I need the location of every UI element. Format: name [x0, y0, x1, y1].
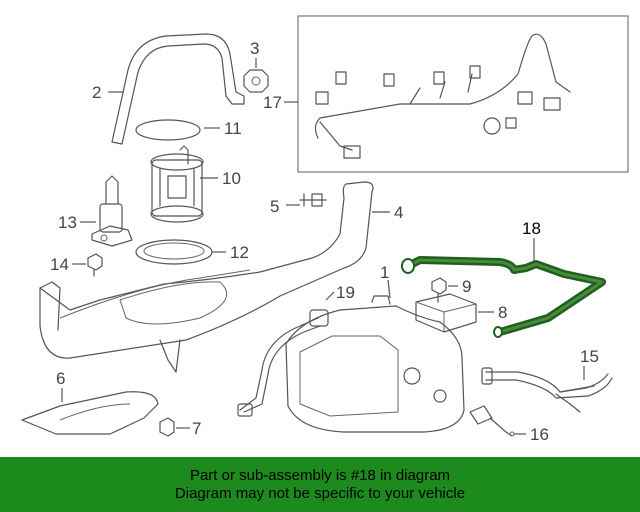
banner-line-2: Diagram may not be specific to your vehi… — [174, 484, 466, 502]
part-3-nut — [243, 58, 269, 93]
part-15-vent-hose — [481, 366, 613, 413]
part-10-fuel-pump — [150, 145, 218, 223]
part-6-heat-shield — [21, 388, 159, 435]
part-11-pump-seal — [135, 119, 220, 141]
callout-4: 4 — [394, 203, 403, 222]
callout-12: 12 — [230, 243, 249, 262]
part-19-fuel-line — [237, 291, 335, 417]
callout-1: 1 — [380, 263, 389, 282]
callout-19: 19 — [336, 283, 355, 302]
callout-10: 10 — [222, 169, 241, 188]
part-5-bolt — [286, 193, 327, 207]
part-2-tank-strap — [108, 33, 245, 145]
callout-18: 18 — [522, 219, 541, 238]
callout-17: 17 — [263, 93, 282, 112]
part-17-wire-harness — [284, 15, 629, 173]
callout-16: 16 — [530, 425, 549, 444]
part-14-bolt — [72, 253, 103, 277]
part-1-fuel-tank — [285, 279, 465, 433]
part-9-bolt — [431, 277, 458, 303]
callout-13: 13 — [58, 213, 77, 232]
part-8-control-module — [415, 293, 494, 333]
part-7-bolt — [159, 417, 190, 437]
part-18-highlighted-pipe — [401, 238, 606, 338]
callout-11: 11 — [224, 119, 242, 138]
part-16-sensor — [469, 405, 526, 437]
callout-2: 2 — [92, 83, 101, 102]
callout-8: 8 — [498, 303, 507, 322]
callout-5: 5 — [270, 197, 279, 216]
callout-6: 6 — [56, 369, 65, 388]
callout-3: 3 — [250, 39, 259, 58]
part-4-skid-plate — [39, 181, 390, 373]
callout-9: 9 — [462, 277, 471, 296]
part-13-pressure-regulator — [80, 175, 133, 247]
callout-15: 15 — [580, 347, 599, 366]
info-banner: Part or sub-assembly is #18 in diagram D… — [0, 457, 640, 512]
banner-line-1: Part or sub-assembly is #18 in diagram — [189, 466, 451, 484]
part-12-lock-ring — [135, 239, 226, 265]
parts-diagram: 17 2 3 11 10 12 13 — [21, 15, 629, 444]
callout-7: 7 — [192, 419, 201, 438]
callout-14: 14 — [50, 255, 69, 274]
